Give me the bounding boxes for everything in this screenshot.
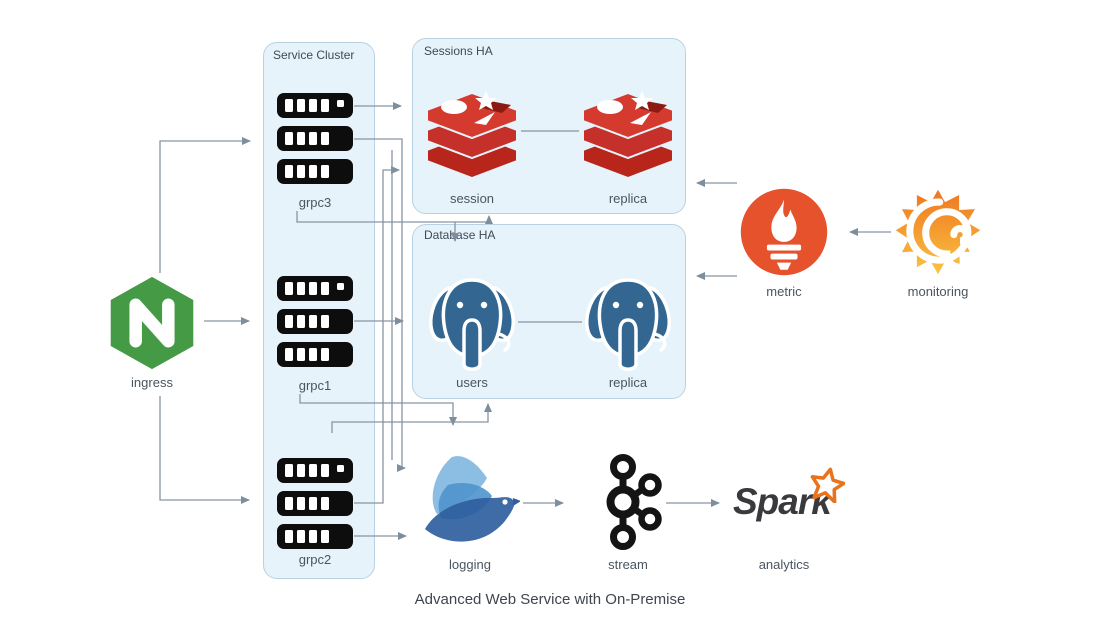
diagram-title: Advanced Web Service with On-Premise [414, 591, 686, 608]
node-grpc2 [277, 458, 353, 549]
prometheus-icon [740, 188, 828, 276]
node-analytics-label: analytics [758, 557, 810, 572]
node-analytics: Spark [733, 467, 853, 541]
node-monitoring [893, 188, 983, 276]
kafka-icon [606, 454, 662, 550]
group-service-cluster-label: Service Cluster [273, 48, 355, 62]
node-session-label: session [449, 191, 495, 206]
node-logging-label: logging [449, 557, 491, 572]
redis-icon [582, 91, 674, 180]
node-metric [739, 187, 829, 277]
node-users [427, 272, 517, 374]
redis-icon [426, 91, 518, 180]
node-session-replica [580, 90, 676, 180]
grafana-icon [895, 189, 981, 275]
node-metric-label: metric [766, 284, 802, 299]
node-grpc1-label: grpc1 [298, 378, 332, 393]
node-ingress [103, 275, 201, 371]
node-monitoring-label: monitoring [907, 284, 969, 299]
node-session [424, 90, 520, 180]
node-stream-label: stream [608, 557, 648, 572]
node-users-replica [583, 272, 673, 374]
node-ingress-label: ingress [131, 375, 173, 390]
group-database-ha-label: Database HA [424, 228, 496, 242]
node-users-label: users [456, 375, 488, 390]
node-grpc3-label: grpc3 [298, 195, 332, 210]
group-sessions-ha-label: Sessions HA [424, 44, 493, 58]
node-session-replica-label: replica [608, 191, 648, 206]
nginx-icon [110, 276, 194, 370]
node-stream [593, 452, 663, 552]
node-grpc1 [277, 276, 353, 367]
node-logging [420, 453, 521, 551]
node-grpc3 [277, 93, 353, 184]
bird-icon [425, 456, 521, 542]
postgresql-icon [585, 278, 671, 371]
node-grpc2-label: grpc2 [298, 552, 332, 567]
postgresql-icon [429, 278, 515, 371]
spark-icon [810, 467, 845, 503]
spark-wordmark: Spark [733, 481, 832, 522]
node-users-replica-label: replica [608, 375, 648, 390]
